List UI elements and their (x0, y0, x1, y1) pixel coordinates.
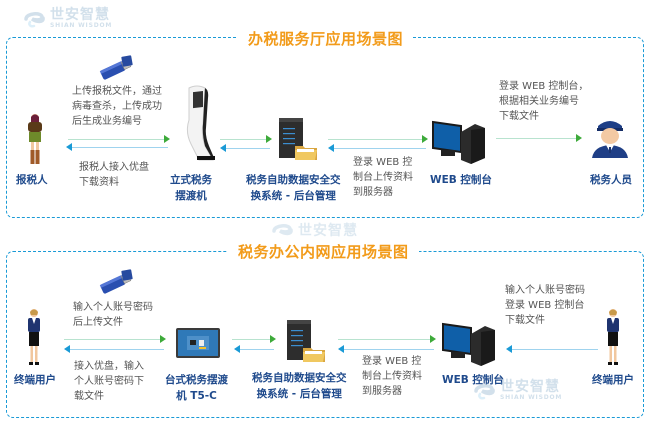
logo-cn: 世安智慧 (50, 7, 110, 23)
logo-swirl-icon (474, 383, 495, 399)
label-line: 税务自助数据安全交 (252, 372, 347, 384)
desktop-ferry-icon (176, 328, 220, 358)
s1-upload-desc: 上传报税文件，通过 病毒查杀，上传成功 后生成业务编号 (72, 84, 162, 129)
label-line: 台式税务摆渡 (165, 374, 228, 386)
label-line: 机 T5-C (176, 390, 217, 402)
usb-drive-icon (99, 55, 133, 80)
server-label: 税务自助数据安全交 换系统 - 后台管理 (252, 370, 347, 402)
label-line: 税务自助数据安全交 (246, 174, 341, 186)
desktop-ferry-label: 台式税务摆渡 机 T5-C (165, 372, 228, 404)
desc-line: 后上传文件 (73, 317, 123, 328)
arrow-right (232, 335, 276, 343)
server-folder-icon (279, 118, 317, 160)
desc-line: 下载文件 (505, 315, 545, 326)
web-console-icon (432, 120, 485, 164)
taxpayer-label: 报税人 (16, 174, 48, 186)
desc-line: 登录 WEB 控制台， (499, 81, 589, 92)
arrow-right (338, 335, 436, 343)
taxpayer-icon (28, 114, 42, 164)
desc-line: 病毒查杀，上传成功 (72, 101, 162, 112)
desc-line: 登录 WEB 控 (362, 356, 422, 367)
arrow-left (506, 345, 598, 353)
arrow-right (64, 335, 166, 343)
desc-line: 接入优盘，输入 (74, 361, 144, 372)
logo-swirl-icon (24, 11, 45, 27)
logo-swirl-icon (272, 224, 293, 236)
label-line: 换系统 - 后台管理 (256, 388, 342, 400)
s2-web-upload-desc: 登录 WEB 控 制台上传资料 到服务器 (362, 354, 422, 399)
server-label: 税务自助数据安全交 换系统 - 后台管理 (246, 172, 341, 204)
arrow-left (64, 345, 164, 353)
desc-line: 下载资料 (79, 177, 119, 188)
watermark-logo: 世安智慧 (270, 222, 358, 240)
terminal-user-icon (28, 309, 40, 365)
arrow-right (496, 134, 582, 142)
kiosk-label: 立式税务 摆渡机 (170, 172, 212, 204)
arrow-right (328, 135, 428, 143)
usb-drive-icon (99, 269, 133, 294)
web-console-label: WEB 控制台 (430, 174, 492, 186)
desc-line: 载文件 (74, 391, 104, 402)
tax-officer-label: 税务人员 (590, 174, 632, 186)
label-line: 换系统 - 后台管理 (250, 190, 336, 202)
desc-line: 根据相关业务编号 (499, 96, 579, 107)
desc-line: 个人账号密码下 (74, 376, 144, 387)
section1-title: 办税服务厅应用场景图 (238, 28, 414, 49)
s1-download-desc: 报税人接入优盘 下载资料 (79, 160, 149, 190)
terminal-user-icon (607, 309, 619, 365)
server-folder-icon (287, 320, 325, 362)
arrow-left (234, 345, 274, 353)
arrow-right (68, 135, 170, 143)
desc-line: 报税人接入优盘 (79, 162, 149, 173)
brand-logo: 世安智慧 SHIAN WISDOM (22, 8, 112, 29)
web-console-label: WEB 控制台 (442, 374, 504, 386)
s2-user-download-desc: 输入个人账号密码 登录 WEB 控制台 下载文件 (505, 283, 585, 328)
arrow-left (220, 144, 270, 152)
logo-en: SHIAN WISDOM (50, 22, 113, 29)
kiosk-icon (186, 85, 215, 161)
desc-line: 到服务器 (353, 187, 393, 198)
section2-title: 税务办公内网应用场景图 (228, 241, 419, 262)
s1-officer-download-desc: 登录 WEB 控制台， 根据相关业务编号 下载文件 (499, 79, 588, 124)
desc-line: 制台上传资料 (362, 371, 422, 382)
arrow-left (338, 345, 434, 353)
desc-line: 上传报税文件，通过 (72, 86, 162, 97)
web-console-icon (442, 322, 495, 366)
desc-line: 后生成业务编号 (72, 116, 142, 127)
label-line: 立式税务 (170, 174, 212, 186)
watermark-logo: 世安智慧 SHIAN WISDOM (472, 380, 562, 401)
arrow-left (66, 143, 168, 151)
terminal-user-left-label: 终端用户 (14, 374, 56, 386)
arrow-left (328, 144, 426, 152)
desc-line: 下载文件 (499, 111, 539, 122)
desc-line: 输入个人账号密码 (505, 285, 585, 296)
desc-line: 制台上传资料 (353, 172, 413, 183)
label-line: 摆渡机 (175, 190, 207, 202)
logo-cn: 世安智慧 (298, 223, 358, 239)
terminal-user-right-label: 终端用户 (592, 374, 634, 386)
arrow-right (220, 135, 272, 143)
s1-web-upload-desc: 登录 WEB 控 制台上传资料 到服务器 (353, 155, 413, 200)
desc-line: 到服务器 (362, 386, 402, 397)
tax-officer-icon (592, 121, 628, 158)
logo-cn: 世安智慧 (500, 379, 560, 395)
desc-line: 登录 WEB 控制台 (505, 300, 585, 311)
logo-en: SHIAN WISDOM (500, 394, 563, 401)
desc-line: 输入个人账号密码 (73, 302, 153, 313)
s2-download-desc: 接入优盘，输入 个人账号密码下 载文件 (74, 359, 144, 404)
desc-line: 登录 WEB 控 (353, 157, 413, 168)
s2-upload-desc: 输入个人账号密码 后上传文件 (73, 300, 153, 330)
